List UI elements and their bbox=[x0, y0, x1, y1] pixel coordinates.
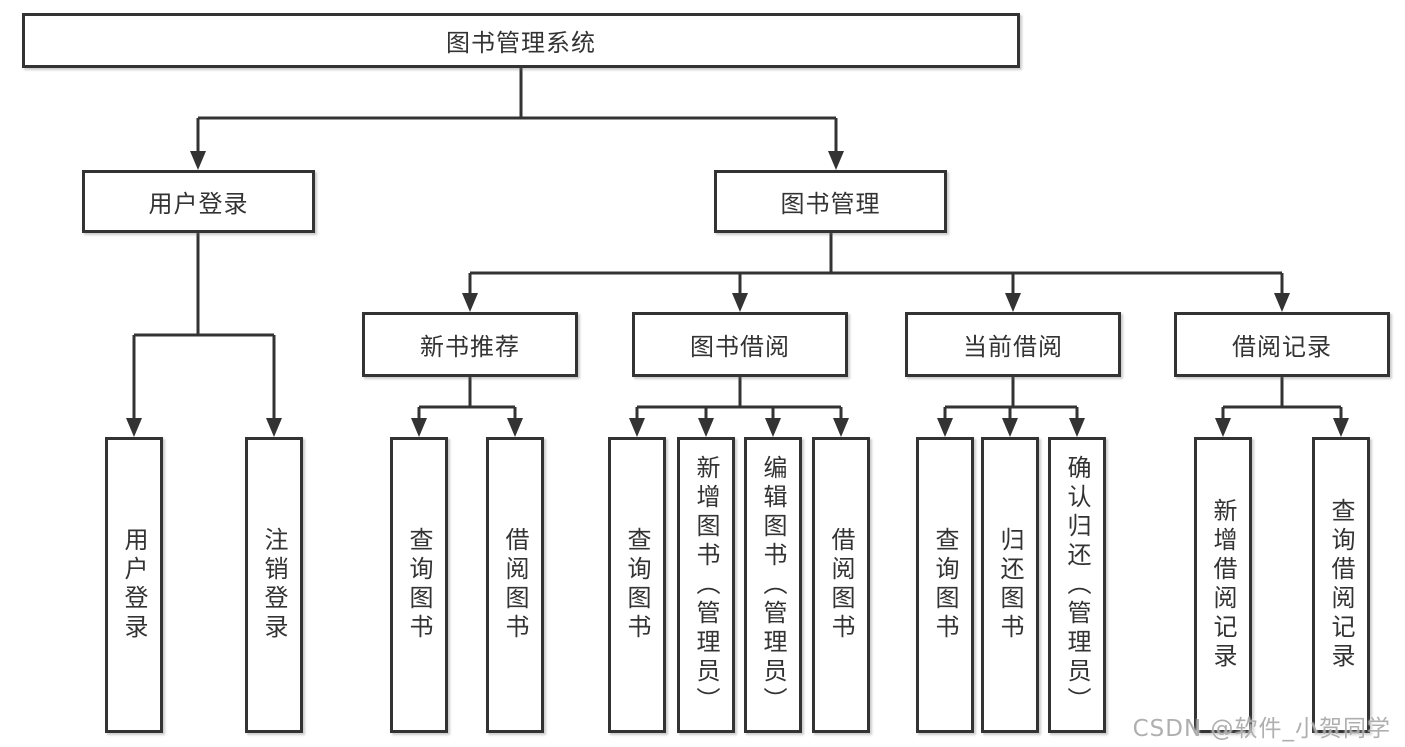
leaf-newrec-borrow-books: 借阅图书 bbox=[486, 437, 544, 733]
leaf-current-return-books-label: 归还图书 bbox=[996, 527, 1024, 643]
leaf-current-confirm-return-admin-label: 确认归还（管理员） bbox=[1063, 454, 1091, 716]
node-book-borrow: 图书借阅 bbox=[632, 312, 848, 377]
leaf-borrow-add-books-admin-label: 新增图书（管理员） bbox=[692, 454, 720, 716]
leaf-newrec-borrow-books-label: 借阅图书 bbox=[501, 527, 529, 643]
leaf-current-return-books: 归还图书 bbox=[981, 437, 1039, 733]
leaf-records-add-record-label: 新增借阅记录 bbox=[1209, 498, 1237, 672]
node-current-borrow: 当前借阅 bbox=[905, 312, 1121, 377]
node-current-borrow-label: 当前借阅 bbox=[963, 333, 1063, 361]
node-new-book-recommend: 新书推荐 bbox=[362, 312, 578, 377]
leaf-current-query-books-label: 查询图书 bbox=[931, 527, 959, 643]
leaf-user-login-label: 用户登录 bbox=[120, 527, 148, 643]
node-root: 图书管理系统 bbox=[22, 13, 1020, 68]
leaf-records-add-record: 新增借阅记录 bbox=[1194, 437, 1252, 733]
leaf-borrow-edit-books-admin-label: 编辑图书（管理员） bbox=[759, 454, 787, 716]
leaf-borrow-add-books-admin: 新增图书（管理员） bbox=[677, 437, 735, 733]
leaf-borrow-edit-books-admin: 编辑图书（管理员） bbox=[744, 437, 802, 733]
leaf-current-query-books: 查询图书 bbox=[916, 437, 974, 733]
node-book-management-label: 图书管理 bbox=[780, 190, 881, 218]
node-new-book-recommend-label: 新书推荐 bbox=[420, 333, 520, 361]
node-book-borrow-label: 图书借阅 bbox=[690, 333, 790, 361]
leaf-logout-label: 注销登录 bbox=[260, 527, 288, 643]
arrowheads bbox=[126, 151, 1349, 437]
leaf-borrow-borrow-books-label: 借阅图书 bbox=[827, 527, 855, 643]
node-book-management: 图书管理 bbox=[714, 170, 947, 233]
leaf-newrec-query-books: 查询图书 bbox=[390, 437, 448, 733]
leaf-current-confirm-return-admin: 确认归还（管理员） bbox=[1048, 437, 1106, 733]
node-user-login-label: 用户登录 bbox=[148, 190, 249, 218]
leaf-user-login: 用户登录 bbox=[105, 437, 163, 733]
node-user-login: 用户登录 bbox=[82, 170, 315, 233]
leaf-borrow-borrow-books: 借阅图书 bbox=[812, 437, 870, 733]
node-borrow-records: 借阅记录 bbox=[1174, 312, 1390, 377]
leaf-borrow-query-books: 查询图书 bbox=[608, 437, 666, 733]
leaf-records-query-record-label: 查询借阅记录 bbox=[1327, 498, 1355, 672]
leaf-logout: 注销登录 bbox=[245, 437, 303, 733]
leaf-borrow-query-books-label: 查询图书 bbox=[623, 527, 651, 643]
leaf-records-query-record: 查询借阅记录 bbox=[1312, 437, 1370, 733]
leaf-newrec-query-books-label: 查询图书 bbox=[405, 527, 433, 643]
node-root-label: 图书管理系统 bbox=[446, 29, 596, 57]
node-borrow-records-label: 借阅记录 bbox=[1232, 333, 1332, 361]
csdn-watermark: CSDN @软件_小贺同学 bbox=[1132, 716, 1391, 742]
